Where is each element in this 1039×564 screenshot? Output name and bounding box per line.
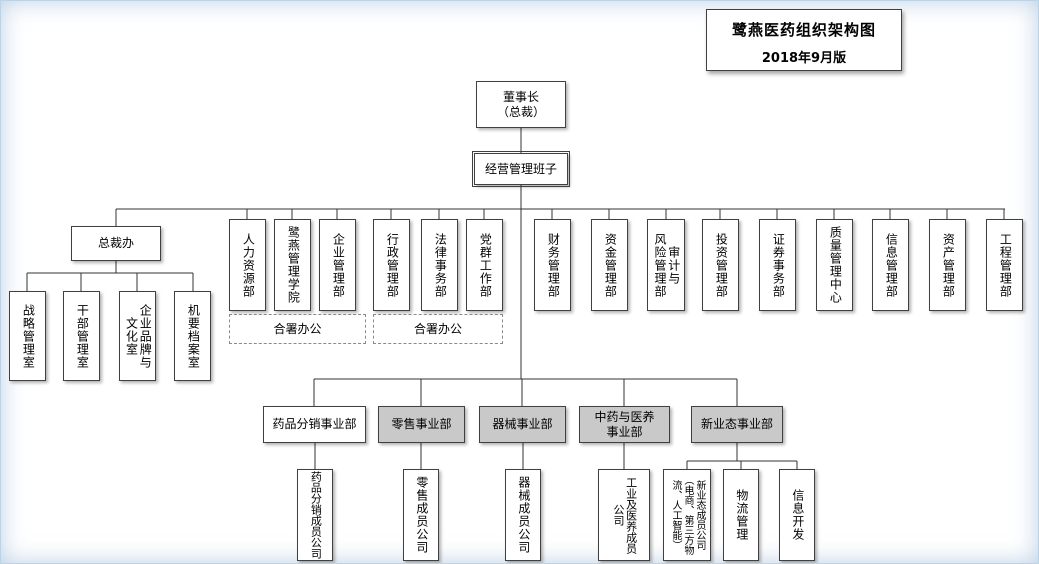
node-dept-audit-risk[interactable]: 审计与 风险管理部 bbox=[647, 219, 685, 311]
node-label: 人力资源部 bbox=[241, 232, 256, 298]
node-label: 药品分销事业部 bbox=[272, 417, 357, 431]
node-label: 机要档案室 bbox=[186, 303, 201, 369]
node-dept-quality-center[interactable]: 质量管理中心 bbox=[816, 219, 853, 311]
node-label: 零售成员公司 bbox=[414, 476, 429, 554]
node-dept-legal[interactable]: 法律事务部 bbox=[421, 219, 458, 311]
node-dept-investment[interactable]: 投资管理部 bbox=[702, 219, 739, 311]
node-label: 董事长 bbox=[502, 89, 539, 104]
node-label: 新业态事业部 bbox=[700, 417, 773, 431]
node-label: 财务管理部 bbox=[546, 232, 561, 298]
node-label: 经营管理班子 bbox=[484, 161, 557, 176]
node-dept-enterprise-mgmt[interactable]: 企业管理部 bbox=[319, 219, 356, 311]
joint-office-label-left: 合署办公 bbox=[229, 314, 366, 344]
node-label: 新业态成员公司 （电商、第三方物 流、人工智能） bbox=[670, 475, 705, 555]
node-management-team[interactable]: 经营管理班子 bbox=[472, 151, 570, 187]
node-label: 干部管理室 bbox=[75, 303, 90, 369]
node-retail-member-company[interactable]: 零售成员公司 bbox=[403, 469, 439, 561]
node-label: 总裁办 bbox=[97, 236, 134, 250]
node-label: 物流管理 bbox=[734, 489, 749, 541]
node-dept-admin[interactable]: 行政管理部 bbox=[373, 219, 410, 311]
node-drug-distribution-member-company[interactable]: 药品分销成员公司 bbox=[297, 469, 333, 561]
node-label: 器械事业部 bbox=[492, 417, 553, 431]
node-strategy-office[interactable]: 战略管理室 bbox=[9, 291, 46, 381]
chart-title: 鹭燕医药组织架构图 bbox=[731, 21, 876, 39]
node-label: 零售事业部 bbox=[391, 417, 452, 431]
node-industrial-medical-member-company[interactable]: 工业及医养成员 公司 bbox=[598, 469, 650, 561]
node-division-new-business[interactable]: 新业态事业部 bbox=[691, 406, 783, 443]
node-label: 证券事务部 bbox=[771, 232, 786, 298]
node-label: 信息管理部 bbox=[884, 232, 899, 298]
node-division-devices[interactable]: 器械事业部 bbox=[479, 406, 566, 443]
node-label: 工程管理部 bbox=[998, 232, 1013, 298]
node-label: 信息开发 bbox=[790, 489, 805, 541]
node-label: 鹭燕管理学院 bbox=[286, 226, 301, 304]
node-dept-party-mass[interactable]: 党群工作部 bbox=[466, 219, 503, 311]
node-label: 行政管理部 bbox=[385, 232, 400, 298]
node-cadre-office[interactable]: 干部管理室 bbox=[63, 291, 100, 381]
node-label: 党群工作部 bbox=[478, 232, 493, 298]
node-label: 中药与医养 事业部 bbox=[594, 409, 655, 439]
node-label: 资产管理部 bbox=[941, 232, 956, 298]
node-dept-asset-mgmt[interactable]: 资产管理部 bbox=[929, 219, 966, 311]
node-dept-info-mgmt[interactable]: 信息管理部 bbox=[872, 219, 909, 311]
node-device-member-company[interactable]: 器械成员公司 bbox=[505, 469, 541, 561]
joint-office-label-right: 合署办公 bbox=[373, 314, 503, 344]
node-label: 质量管理中心 bbox=[828, 226, 843, 304]
chart-title-box: 鹭燕医药组织架构图 2018年9月版 bbox=[706, 9, 902, 71]
node-label: 审计与 风险管理部 bbox=[653, 232, 681, 298]
node-label: 器械成员公司 bbox=[516, 476, 531, 554]
label: 合署办公 bbox=[273, 321, 322, 336]
chart-version: 2018年9月版 bbox=[761, 51, 847, 66]
node-label: 战略管理室 bbox=[21, 303, 36, 369]
node-label: 企业管理部 bbox=[331, 232, 346, 298]
node-president-office[interactable]: 总裁办 bbox=[71, 226, 161, 261]
node-label: （总裁） bbox=[496, 104, 545, 119]
node-dept-finance[interactable]: 财务管理部 bbox=[534, 219, 571, 311]
node-dept-management-academy[interactable]: 鹭燕管理学院 bbox=[274, 219, 311, 311]
node-dept-securities[interactable]: 证券事务部 bbox=[759, 219, 796, 311]
node-label: 药品分销成员公司 bbox=[309, 471, 323, 559]
node-archives-office[interactable]: 机要档案室 bbox=[174, 291, 211, 381]
node-info-development[interactable]: 信息开发 bbox=[779, 469, 815, 561]
node-dept-treasury[interactable]: 资金管理部 bbox=[591, 219, 628, 311]
node-division-drug-distribution[interactable]: 药品分销事业部 bbox=[263, 406, 366, 443]
node-label: 工业及医养成员 公司 bbox=[612, 476, 638, 554]
node-label: 资金管理部 bbox=[603, 232, 618, 298]
node-brand-culture-office[interactable]: 企业品牌与 文化室 bbox=[119, 291, 156, 381]
node-new-business-member-company[interactable]: 新业态成员公司 （电商、第三方物 流、人工智能） bbox=[663, 469, 711, 561]
label: 合署办公 bbox=[413, 321, 462, 336]
node-dept-hr[interactable]: 人力资源部 bbox=[229, 219, 266, 311]
node-label: 法律事务部 bbox=[433, 232, 448, 298]
node-chairman[interactable]: 董事长 （总裁） bbox=[476, 81, 566, 128]
node-label: 企业品牌与 文化室 bbox=[124, 303, 153, 369]
node-label: 投资管理部 bbox=[714, 232, 729, 298]
node-logistics-management[interactable]: 物流管理 bbox=[723, 469, 759, 561]
node-division-tcm-medical-care[interactable]: 中药与医养 事业部 bbox=[579, 406, 670, 443]
node-dept-engineering-mgmt[interactable]: 工程管理部 bbox=[986, 219, 1023, 311]
node-division-retail[interactable]: 零售事业部 bbox=[378, 406, 465, 443]
